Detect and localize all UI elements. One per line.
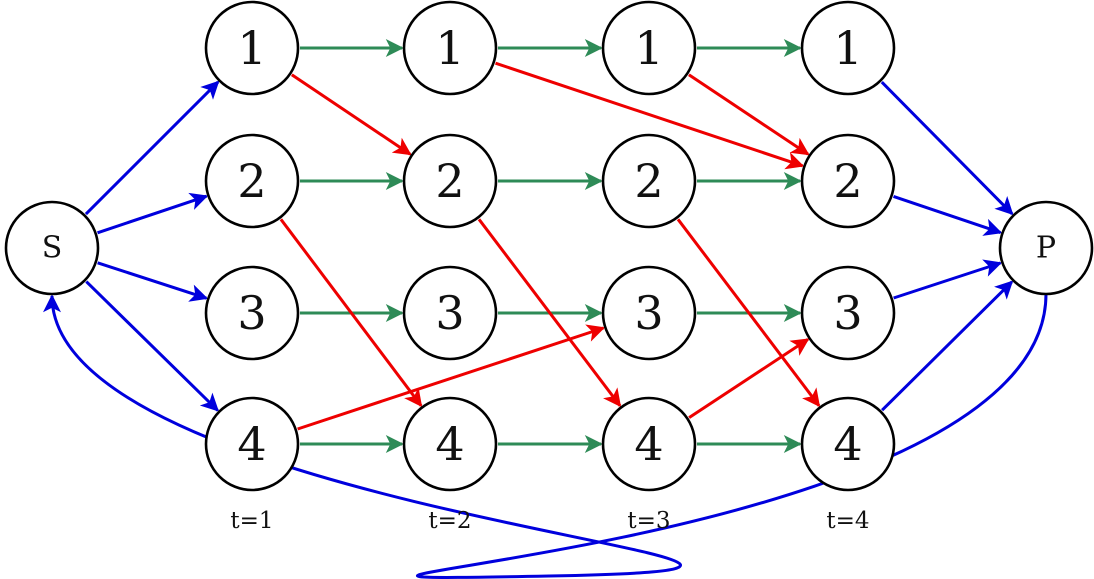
node-S: S xyxy=(4,200,100,296)
node-label-t2r3: 3 xyxy=(435,286,464,340)
node-label-t2r2: 2 xyxy=(435,154,464,208)
node-circle-t2r4 xyxy=(402,396,498,492)
node-t2r1: 1 xyxy=(402,0,498,96)
node-circle-t2r1 xyxy=(402,0,498,96)
edge-t2r2-to-t3r4 xyxy=(477,218,622,408)
node-label-t4r1: 1 xyxy=(833,21,862,75)
edge-S-to-t1r2 xyxy=(97,192,209,235)
node-label-t4r3: 3 xyxy=(833,286,862,340)
node-circle-t3r4 xyxy=(601,396,697,492)
node-label-P: P xyxy=(1036,231,1056,266)
edge-S-to-t1r1 xyxy=(84,80,220,216)
node-t4r3: 3 xyxy=(800,265,896,361)
time-label-3: t=3 xyxy=(627,508,670,534)
edge-t1r4-to-t3r3 xyxy=(297,324,606,431)
node-t2r4: 4 xyxy=(402,396,498,492)
edge-S-to-t1r3 xyxy=(97,261,209,302)
node-circle-t2r3 xyxy=(402,265,498,361)
node-t2r3: 3 xyxy=(402,265,498,361)
edge-P-to-S xyxy=(43,293,1048,579)
node-circle-t3r1 xyxy=(601,0,697,96)
node-circle-t1r2 xyxy=(204,133,300,229)
node-label-t2r4: 4 xyxy=(435,417,464,471)
node-label-t3r4: 4 xyxy=(634,417,663,471)
node-circle-t1r1 xyxy=(204,0,300,96)
node-circle-t1r4 xyxy=(204,396,300,492)
node-circle-t3r2 xyxy=(601,133,697,229)
nodes-layer: S P 1 2 3 4 1 2 3 4 1 2 3 4 1 2 3 4 xyxy=(4,0,1094,492)
node-label-t2r1: 1 xyxy=(435,21,464,75)
node-t4r2: 2 xyxy=(800,133,896,229)
node-t1r3: 3 xyxy=(204,265,300,361)
node-t3r1: 1 xyxy=(601,0,697,96)
node-label-S: S xyxy=(42,231,63,266)
node-t3r3: 3 xyxy=(601,265,697,361)
edge-t4r1-to-P xyxy=(880,81,1014,216)
node-circle-t4r4 xyxy=(800,396,896,492)
edges-layer xyxy=(43,39,1048,579)
node-label-t3r1: 1 xyxy=(634,21,663,75)
node-label-t1r1: 1 xyxy=(237,21,266,75)
node-t4r4: 4 xyxy=(800,396,896,492)
node-label-t3r3: 3 xyxy=(634,286,663,340)
time-label-4: t=4 xyxy=(826,508,869,534)
node-t4r1: 1 xyxy=(800,0,896,96)
node-label-t4r4: 4 xyxy=(833,417,862,471)
node-circle-t2r2 xyxy=(402,133,498,229)
edge-t2r1-to-t4r2 xyxy=(495,61,805,170)
edge-S-to-t1r4 xyxy=(85,280,219,412)
node-t1r2: 2 xyxy=(204,133,300,229)
node-circle-P xyxy=(998,200,1094,296)
edge-t3r1-to-t4r2 xyxy=(688,73,810,156)
node-label-t1r3: 3 xyxy=(237,286,266,340)
node-circle-t4r1 xyxy=(800,0,896,96)
node-circle-t4r3 xyxy=(800,265,896,361)
node-label-t4r2: 2 xyxy=(833,154,862,208)
node-label-t3r2: 2 xyxy=(634,154,663,208)
node-label-t1r4: 4 xyxy=(237,417,266,471)
node-t1r4: 4 xyxy=(204,396,300,492)
node-t3r4: 4 xyxy=(601,396,697,492)
node-t1r1: 1 xyxy=(204,0,300,96)
edge-t3r2-to-t4r4 xyxy=(676,218,821,408)
time-label-2: t=2 xyxy=(428,508,471,534)
node-circle-t3r3 xyxy=(601,265,697,361)
node-t3r2: 2 xyxy=(601,133,697,229)
edge-t1r2-to-t2r4 xyxy=(279,218,423,408)
node-circle-t4r2 xyxy=(800,133,896,229)
edge-t4r3-to-P xyxy=(893,259,1003,300)
node-t2r2: 2 xyxy=(402,133,498,229)
edge-t1r1-to-t2r2 xyxy=(290,73,412,156)
time-label-1: t=1 xyxy=(230,508,273,534)
edge-t4r2-to-P xyxy=(893,194,1003,236)
node-label-t1r2: 2 xyxy=(237,154,266,208)
node-circle-t1r3 xyxy=(204,265,300,361)
node-P: P xyxy=(998,200,1094,296)
time-labels-layer: t=1 t=2 t=3 t=4 xyxy=(230,508,869,534)
edge-t3r4-to-t4r3 xyxy=(688,338,810,419)
node-circle-S xyxy=(4,200,100,296)
edge-t4r4-to-P xyxy=(881,280,1014,412)
